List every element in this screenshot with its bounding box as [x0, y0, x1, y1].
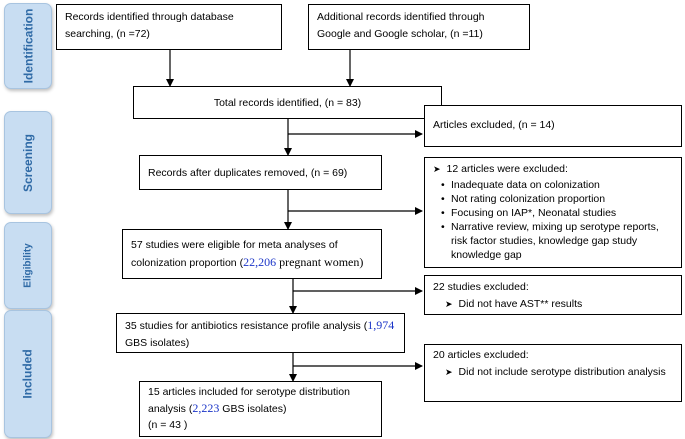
box-amr-35: 35 studies for antibiotics resistance pr… — [116, 313, 405, 353]
amr-35-text-before: 35 studies for antibiotics resistance pr… — [125, 320, 368, 332]
serotype-15-n: (n = 43 ) — [148, 419, 188, 431]
excluded-20-heading: 20 articles excluded: — [433, 349, 529, 361]
eligible-57-text-before: 57 studies were eligible for meta analys… — [131, 239, 338, 269]
eligible-57-text-after: pregnant women) — [276, 255, 364, 269]
excluded-12-item: Narrative review, mixing up serotype rep… — [441, 220, 673, 262]
articles-excluded-14-text: Articles excluded, (n = 14) — [433, 119, 555, 131]
additional-records-text: Additional records identified through Go… — [317, 11, 485, 40]
amr-35-text: 35 studies for antibiotics resistance pr… — [125, 317, 396, 352]
box-additional-records: Additional records identified through Go… — [308, 4, 530, 50]
excluded-12-item: Inadequate data on colonization — [441, 178, 673, 192]
box-total-records: Total records identified, (n = 83) — [133, 86, 442, 119]
serotype-15-text-before: 15 articles included for serotype distri… — [148, 386, 350, 415]
box-eligible-57: 57 studies were eligible for meta analys… — [122, 229, 382, 279]
total-records-text: Total records identified, (n = 83) — [213, 97, 362, 109]
serotype-15-text-after: GBS isolates) — [219, 403, 287, 415]
stage-included: Included — [4, 310, 52, 438]
excluded-12-heading-row: ➤ 12 articles were excluded: — [433, 161, 673, 178]
box-excluded-20: 20 articles excluded: ➤ Did not include s… — [424, 344, 682, 402]
excluded-12-item: Focusing on IAP*, Neonatal studies — [441, 206, 673, 220]
box-articles-excluded-14: Articles excluded, (n = 14) — [424, 105, 682, 147]
box-serotype-15: 15 articles included for serotype distri… — [139, 381, 382, 437]
arrowhead-bullet-icon: ➤ — [445, 367, 453, 377]
excluded-12-list: Inadequate data on colonization Not rati… — [433, 178, 673, 262]
arrowhead-bullet-icon: ➤ — [445, 299, 453, 309]
serotype-15-number: 2,223 — [192, 401, 220, 415]
excluded-12-item: Not rating colonization proportion — [441, 192, 673, 206]
excluded-22-item-row: ➤ Did not have AST** results — [433, 296, 673, 313]
eligible-57-text: 57 studies were eligible for meta analys… — [131, 237, 373, 272]
stage-identification: Identification — [4, 3, 52, 89]
excluded-22-heading: 22 studies excluded: — [433, 281, 529, 293]
excluded-12-heading: 12 articles were excluded: — [446, 163, 568, 175]
box-database-search: Records identified through database sear… — [56, 4, 282, 50]
amr-35-text-after: GBS isolates) — [125, 337, 190, 349]
stage-screening: Screening — [4, 111, 52, 214]
excluded-20-item: Did not include serotype distribution an… — [458, 366, 666, 378]
after-duplicates-text: Records after duplicates removed, (n = 6… — [148, 167, 348, 179]
arrowhead-bullet-icon: ➤ — [433, 164, 441, 174]
amr-35-number: 1,974 — [367, 318, 395, 332]
stage-eligibility: Eligibility — [4, 222, 52, 309]
excluded-20-item-row: ➤ Did not include serotype distribution a… — [433, 364, 673, 381]
box-excluded-12: ➤ 12 articles were excluded: Inadequate d… — [424, 157, 682, 268]
excluded-22-item: Did not have AST** results — [458, 298, 583, 310]
eligible-57-number: 22,206 — [243, 255, 277, 269]
box-excluded-22: 22 studies excluded: ➤ Did not have AST**… — [424, 275, 682, 315]
box-after-duplicates: Records after duplicates removed, (n = 6… — [139, 155, 382, 190]
database-search-text: Records identified through database sear… — [65, 11, 234, 40]
serotype-15-text: 15 articles included for serotype distri… — [148, 384, 373, 417]
